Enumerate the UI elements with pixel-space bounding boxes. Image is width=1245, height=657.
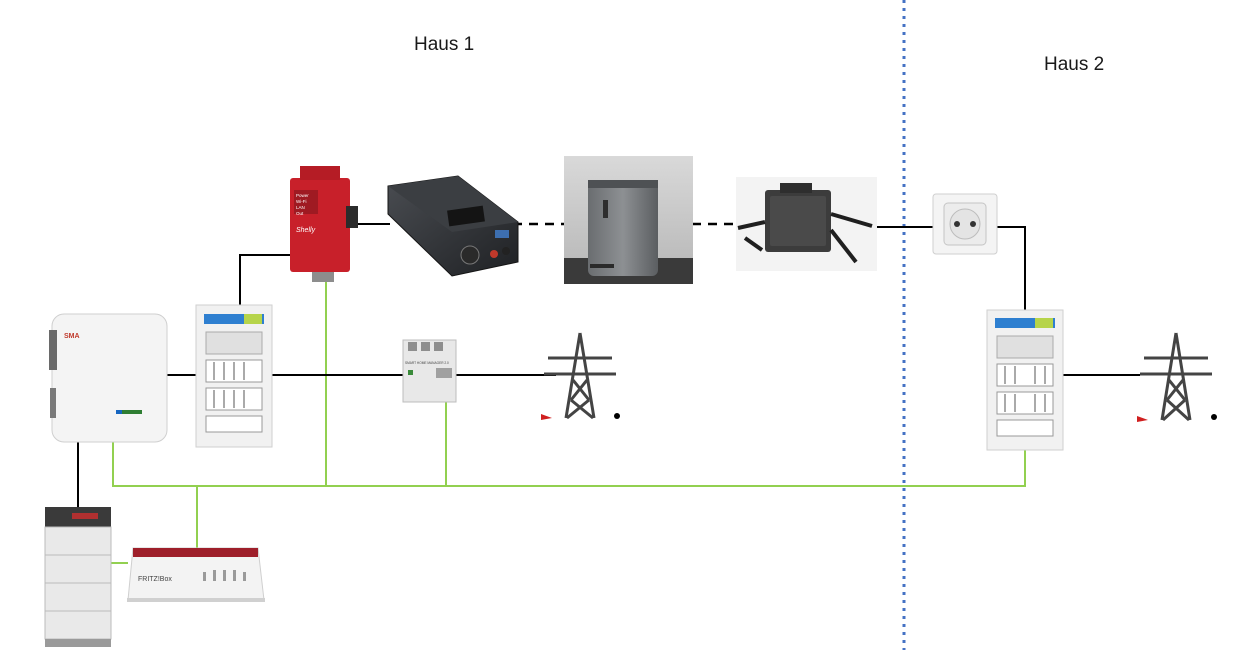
wall-socket-device (932, 193, 998, 255)
pylon-dot-2 (1211, 414, 1217, 420)
energy-meter-device: SMART HOME MANAGER 2.0 (402, 339, 457, 403)
battery-storage-device (564, 156, 693, 284)
micro-inverter-device (736, 177, 877, 271)
power-supply-device (387, 175, 519, 277)
distribution-panel-house-1 (195, 304, 273, 448)
inverter-brand-label: SMA (64, 333, 80, 340)
pylon-red-mark-1 (541, 414, 552, 420)
router-device: FRITZ!Box (127, 547, 265, 602)
power-pylon-house-2 (1140, 332, 1212, 422)
inverter-device: SMA (49, 313, 168, 443)
power-pylon-house-1 (544, 332, 616, 420)
pylon-dot-1 (614, 413, 620, 419)
battery-stack-device (44, 507, 112, 647)
relay-led-wifi: Wi-Fi (296, 199, 307, 204)
shelly-relay-device: Power Wi-Fi LAN Out Shelly (290, 166, 358, 282)
relay-led-power: Power (296, 193, 309, 198)
router-brand-label: FRITZ!Box (138, 576, 172, 583)
distribution-panel-house-2 (986, 309, 1064, 451)
house-2-label: Haus 2 (1044, 54, 1105, 75)
relay-brand-label: Shelly (296, 227, 316, 234)
relay-led-out: Out (296, 211, 304, 216)
house-1-label: Haus 1 (414, 34, 475, 55)
relay-led-lan: LAN (296, 205, 305, 210)
energy-meter-label: SMART HOME MANAGER 2.0 (405, 361, 449, 365)
pylon-red-mark-2 (1137, 416, 1148, 422)
